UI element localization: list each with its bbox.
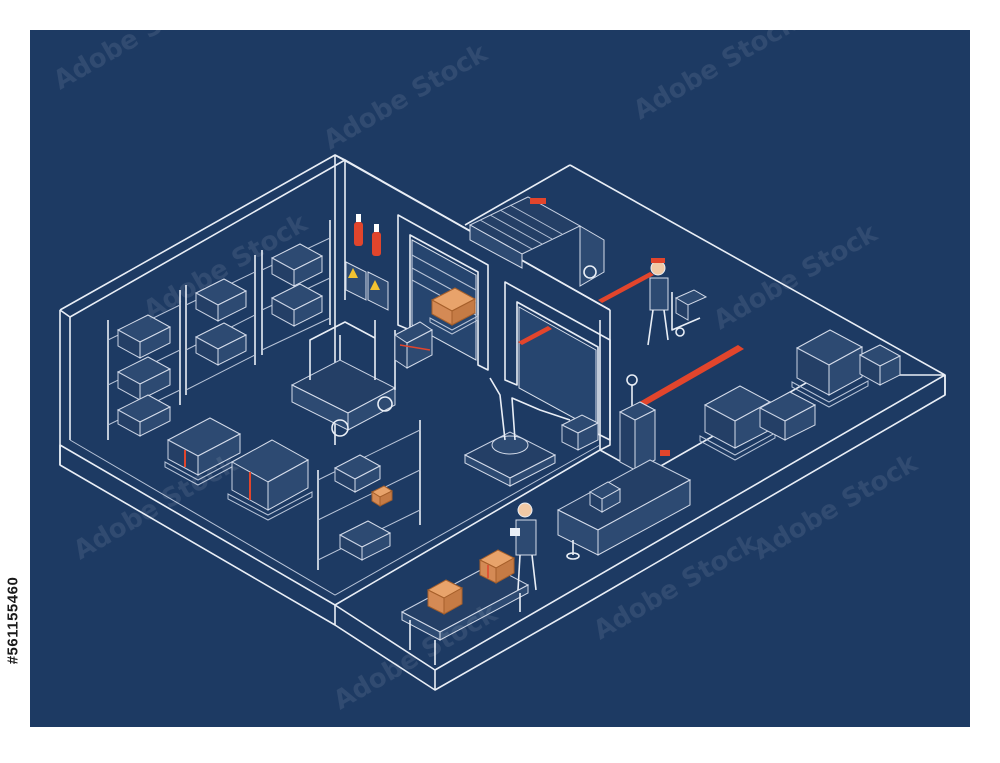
electrical-panel-icon [345,261,389,311]
forklift-icon [290,320,433,437]
stock-id-label: #561155460 [2,520,24,720]
outdoor-pallet-stacks [699,329,902,461]
fire-extinguisher-icon [354,214,381,256]
hand-truck-worker-icon [647,258,708,346]
floor-lane-markings [518,272,744,416]
packing-conveyor [400,549,530,665]
stock-id-text: #561155460 [4,576,22,664]
pallet-in-door [429,287,479,335]
scanner-robot-icon [618,374,670,471]
robotic-arm-icon [463,377,600,487]
conveyor-belt-icon [556,459,692,560]
storage-rack-icon [107,220,421,570]
floor-slab [59,164,946,691]
pallet-icon [164,417,313,521]
worker-icon [510,502,537,591]
delivery-truck-icon [468,196,605,287]
